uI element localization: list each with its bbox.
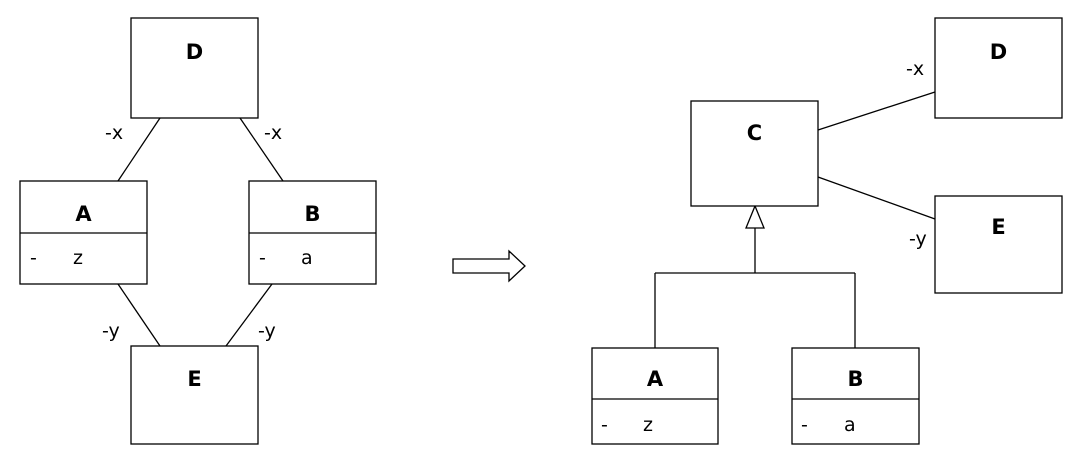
class-name: E: [991, 215, 1005, 239]
role-label-b-e: -y: [258, 320, 276, 342]
left-class-e: E: [130, 345, 259, 445]
role-label-a-d: -x: [105, 122, 123, 144]
right-class-b: B - a: [791, 347, 920, 445]
right-class-c: C: [690, 100, 819, 207]
attr-visibility: -: [801, 414, 808, 436]
attr-name: z: [643, 414, 653, 436]
right-class-d: D: [934, 17, 1063, 119]
left-class-d: D: [130, 17, 259, 119]
role-label-c-e: -y: [909, 228, 927, 250]
assoc-c-d: [817, 91, 936, 131]
class-name: D: [990, 40, 1007, 64]
right-diagram: C D E A - z B - a -x -y: [591, 17, 1063, 445]
attr-name: a: [301, 247, 313, 269]
assoc-a-e: [117, 283, 161, 347]
right-class-e: E: [934, 195, 1063, 294]
role-label-a-e: -y: [102, 320, 120, 342]
assoc-a-d: [117, 117, 161, 182]
assoc-b-e: [225, 283, 273, 347]
class-name: C: [747, 121, 762, 145]
attr-name: z: [73, 247, 83, 269]
left-class-b: B - a: [248, 180, 377, 285]
generalization-triangle-icon: [745, 204, 765, 229]
role-label-b-d: -x: [264, 122, 282, 144]
class-name: B: [847, 367, 863, 391]
class-name: E: [187, 367, 201, 391]
class-name: D: [186, 40, 203, 64]
left-diagram: D A - z B - a E -x -x -y -y: [19, 17, 377, 445]
assoc-b-d: [239, 117, 284, 182]
class-name: A: [647, 367, 664, 391]
class-name: B: [304, 202, 320, 226]
attr-visibility: -: [30, 247, 37, 269]
attr-visibility: -: [259, 247, 266, 269]
left-class-a: A - z: [19, 180, 148, 285]
attr-visibility: -: [601, 414, 608, 436]
transform-arrow-icon: [452, 249, 526, 283]
role-label-c-d: -x: [906, 58, 924, 80]
assoc-c-e: [817, 176, 936, 220]
right-class-a: A - z: [591, 347, 719, 445]
attr-name: a: [844, 414, 856, 436]
class-name: A: [75, 202, 92, 226]
